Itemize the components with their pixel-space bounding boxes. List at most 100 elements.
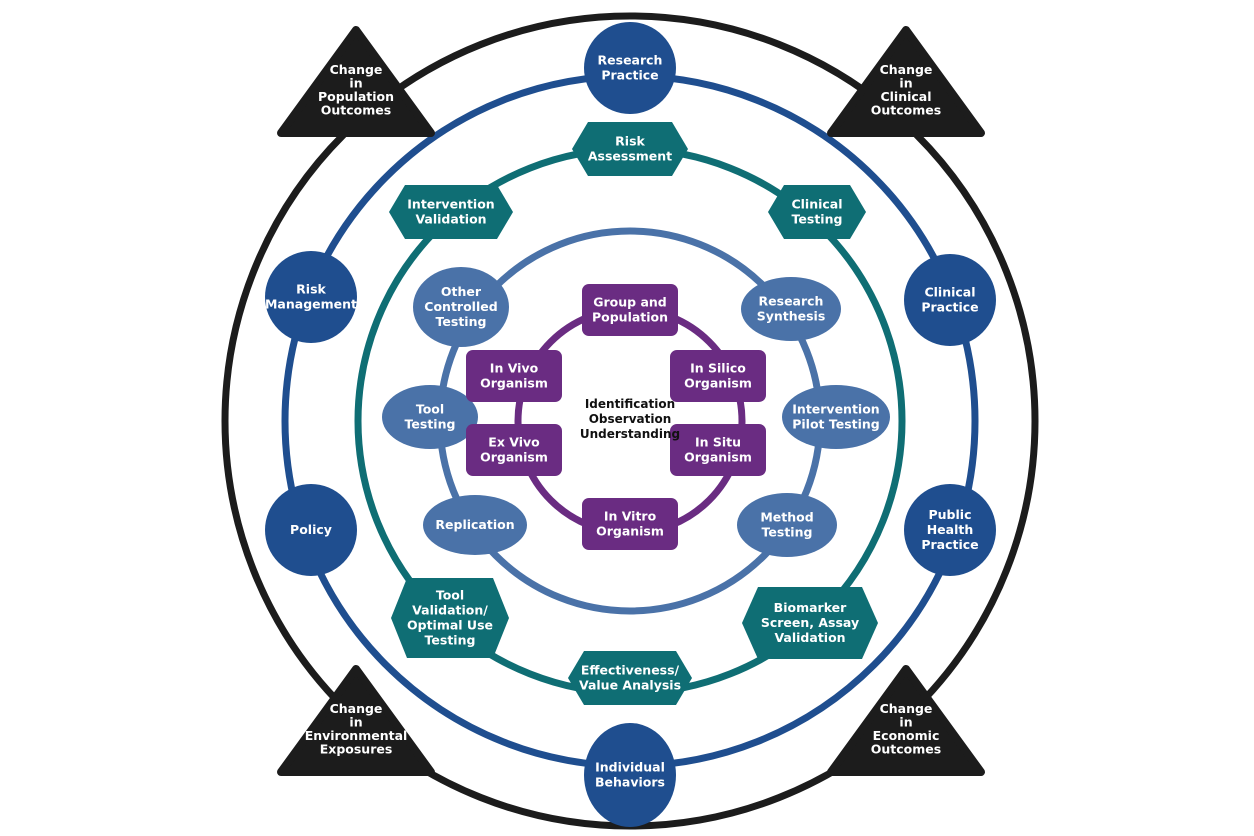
triangle-label-line: Change <box>330 701 383 716</box>
oval-label-line: Method <box>760 510 813 525</box>
triangle-label-line: Population <box>318 89 394 104</box>
hexagon-shape <box>572 122 688 176</box>
circle-shape <box>904 484 996 576</box>
triangle-label-line: in <box>349 714 362 729</box>
hexagon-label-line: Tool <box>436 588 464 603</box>
circle-label-line: Health <box>927 522 974 537</box>
box-label-line: In Situ <box>695 435 741 450</box>
box-shape <box>466 424 562 476</box>
circle-label-line: Policy <box>290 522 332 537</box>
hexagon-label-line: Effectiveness/ <box>581 663 680 678</box>
triangle-label-line: in <box>899 714 912 729</box>
box-label-line: Population <box>592 310 668 325</box>
oval-label-line: Replication <box>435 517 514 532</box>
box-label-line: Group and <box>593 295 667 310</box>
oval-label-line: Research <box>759 294 824 309</box>
circle-label: Policy <box>290 522 332 537</box>
box-shape <box>582 284 678 336</box>
box-label-line: In Vitro <box>604 509 657 524</box>
center-label-line: Identification <box>585 397 675 411</box>
hexagon-label-line: Validation <box>774 630 845 645</box>
circle-node-policy[interactable]: Policy <box>265 484 357 576</box>
circle-shape <box>584 22 676 114</box>
oval-shape <box>782 385 890 449</box>
oval-shape <box>737 493 837 557</box>
box-label-line: Organism <box>684 450 752 465</box>
hexagon-label-line: Testing <box>792 212 843 227</box>
circle-label-line: Individual <box>595 760 665 775</box>
hexagon-label-line: Clinical <box>791 197 842 212</box>
box-label-line: In Vivo <box>490 361 539 376</box>
hexagon-shape <box>389 185 513 239</box>
box-label-line: Organism <box>684 376 752 391</box>
triangle-shape <box>827 665 985 776</box>
box-shape <box>670 350 766 402</box>
circle-shape <box>265 251 357 343</box>
box-label-line: Organism <box>480 376 548 391</box>
oval-label-line: Tool <box>416 402 444 417</box>
oval-label-line: Intervention <box>792 402 879 417</box>
box-shape <box>670 424 766 476</box>
hexagon-node-effectiveness-value[interactable]: Effectiveness/Value Analysis <box>568 651 692 705</box>
box-label-line: Organism <box>480 450 548 465</box>
oval-label-line: Pilot Testing <box>792 417 880 432</box>
circle-label-line: Clinical <box>924 285 975 300</box>
box-label-line: In Silico <box>690 361 746 376</box>
hexagon-shape <box>768 185 866 239</box>
triangle-label-line: Exposures <box>320 741 393 756</box>
triangle-label-line: Economic <box>873 728 940 743</box>
circle-label-line: Practice <box>601 68 658 83</box>
triangle-label-line: in <box>349 75 362 90</box>
oval-label-line: Testing <box>436 314 487 329</box>
triangle-shape <box>277 665 435 776</box>
oval-label: Replication <box>435 517 514 532</box>
circle-label-line: Research <box>598 53 663 68</box>
hexagon-label-line: Screen, Assay <box>761 615 859 630</box>
hexagon-label-line: Assessment <box>588 149 672 164</box>
oval-node-replication[interactable]: Replication <box>423 495 527 555</box>
